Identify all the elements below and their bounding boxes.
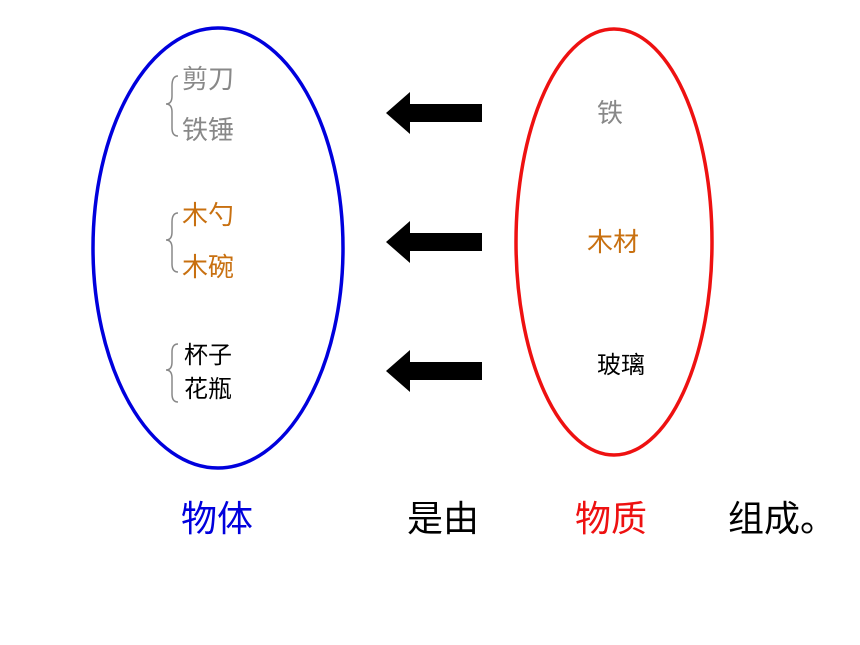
object-cup: 杯子 [184, 341, 232, 369]
caption-materials-word: 物质 [575, 499, 648, 540]
material-glass: 玻璃 [597, 351, 645, 379]
material-iron: 铁 [597, 99, 624, 129]
caption-objects-word: 物体 [181, 499, 254, 540]
object-vase: 花瓶 [184, 375, 232, 403]
arrow-left-icon [386, 221, 482, 263]
iron-items-brace [165, 75, 179, 137]
glass-items-brace [165, 343, 179, 403]
material-wood: 木材 [587, 228, 640, 258]
objects-group-ellipse [91, 26, 345, 470]
object-wooden-bowl: 木碗 [182, 253, 235, 283]
arrow-left-icon [386, 92, 482, 134]
caption-connector: 是由 [407, 499, 480, 540]
materials-group-ellipse [514, 27, 714, 457]
object-wooden-spoon: 木勺 [182, 201, 235, 231]
object-scissors: 剪刀 [182, 65, 235, 95]
caption-ending: 组成。 [728, 499, 837, 540]
arrow-left-icon [386, 350, 482, 392]
wood-items-brace [165, 212, 179, 273]
object-hammer: 铁锤 [182, 116, 235, 146]
